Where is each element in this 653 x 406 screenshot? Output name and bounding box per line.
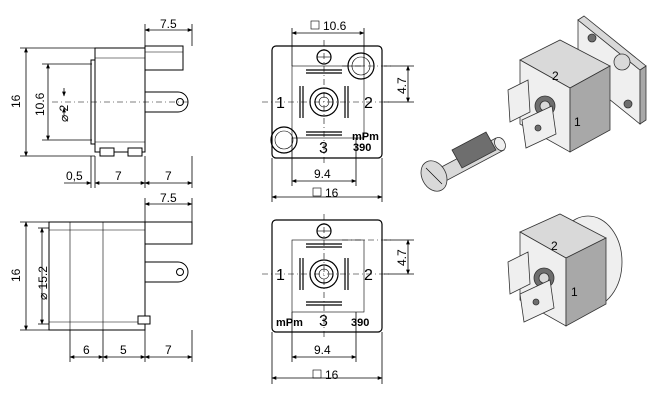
iso-top-mark-0: 2 [552, 69, 559, 83]
dim-side2-bottom-0: 6 [83, 343, 90, 357]
marking-line-1: mPm [352, 131, 379, 143]
pin2-label-2: 2 [364, 267, 373, 284]
dim-side-hole: ⌀ 2 [57, 104, 71, 122]
side-body-2 [48, 221, 146, 331]
iso-contact-left [507, 79, 531, 123]
iso-top-mark-1: 1 [574, 115, 581, 129]
dim-front-square: 10.6 [323, 19, 347, 33]
isometric-view-bottom: 2 1 [507, 213, 623, 327]
side-peg-left [99, 147, 115, 157]
side2-top-contact [144, 221, 193, 245]
isometric-view-top: 2 1 [420, 15, 647, 192]
dim-side-spacing: 10.6 [33, 92, 47, 116]
dim-side2-top-width: 7.5 [160, 191, 177, 205]
dim-front-right: 4.7 [395, 77, 409, 94]
dim-side-bottom-0: 0,5 [66, 169, 83, 183]
pin-label-2: 2 [364, 95, 373, 112]
dim-side2-bottom-1: 5 [120, 343, 127, 357]
iso2-contact-left [507, 251, 531, 295]
side-peg-right [127, 147, 143, 157]
side2-mid-contact [144, 261, 189, 283]
square-symbol-icon-2 [312, 187, 322, 197]
dim-side-top-width: 7.5 [160, 17, 177, 31]
iso-bottom-mark-1: 1 [571, 285, 578, 299]
dim-front2-bottom: 9.4 [314, 343, 331, 357]
pin2-label-3: 3 [319, 313, 328, 330]
marking-line-2: 390 [353, 142, 371, 154]
dim-front-outer: 16 [325, 186, 339, 200]
pin2-label-1: 1 [276, 267, 285, 284]
iso-bottom-mark-0: 2 [551, 239, 558, 253]
dim-front-bottom: 9.4 [314, 167, 331, 181]
pin-label-3: 3 [319, 140, 328, 157]
front2-inner-square [291, 239, 365, 313]
front-view-top: 1 2 3 mPm 390 10.6 4.7 9.4 16 [262, 19, 414, 202]
front-view-bottom: 1 2 3 mPm 390 4.7 9.4 16 [262, 214, 414, 384]
dim-side2-bottom-2: 7 [165, 343, 172, 357]
side-top-contact [144, 45, 184, 71]
side-view-bottom: 7.5 16 ⌀ 15.2 6 5 7 [9, 191, 193, 362]
mount-hole-bottom-left [270, 126, 298, 154]
side-mid-contact [144, 91, 189, 113]
dim-side2-diameter: ⌀ 15.2 [36, 266, 50, 300]
dim-side-bottom-1: 7 [115, 169, 122, 183]
dim-side2-height: 16 [9, 268, 23, 282]
front2-plate [271, 219, 383, 333]
side-view-top: 7.5 16 10.6 ⌀ 2 0,5 7 7 [9, 17, 193, 188]
dim-side-height: 16 [9, 94, 23, 108]
marking2-right: 390 [351, 317, 369, 329]
square-symbol-icon-3 [312, 369, 322, 379]
side-body [94, 47, 146, 153]
dim-front2-right: 4.7 [395, 249, 409, 266]
square-symbol-icon [310, 20, 320, 30]
pin-label-1: 1 [276, 95, 285, 112]
dim-front2-outer: 16 [325, 368, 339, 382]
marking2-left: mPm [276, 317, 303, 329]
dim-side-bottom-2: 7 [165, 169, 172, 183]
